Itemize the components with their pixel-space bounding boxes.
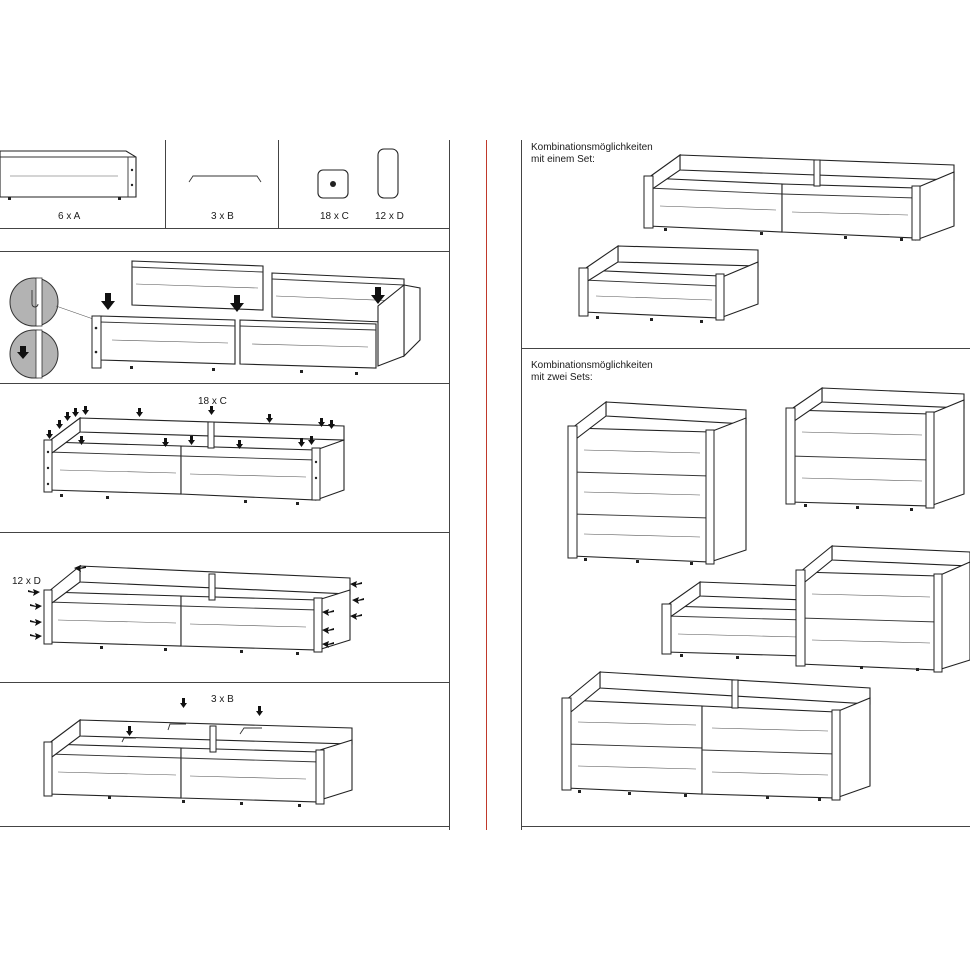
left-panel-right-border xyxy=(449,140,450,830)
combos-one-set-line2: mit einem Set: xyxy=(531,154,595,165)
part-b-label: 3 x B xyxy=(211,211,234,222)
part-d-label: 12 x D xyxy=(375,211,404,222)
right-section-line-1 xyxy=(521,348,970,349)
combos-two-sets-heading: Kombinationsmöglichkeiten mit zwei Sets: xyxy=(531,360,653,384)
left-section-line-1 xyxy=(0,228,449,229)
step4-label: 12 x D xyxy=(12,576,41,587)
combos-two-sets-line2: mit zwei Sets: xyxy=(531,372,593,383)
part-a-label: 6 x A xyxy=(58,211,81,222)
left-section-line-3 xyxy=(0,383,449,384)
left-section-line-5 xyxy=(0,682,449,683)
page-divider-red xyxy=(486,140,487,830)
left-section-line-6 xyxy=(0,826,449,827)
parts-separator-2 xyxy=(278,140,279,228)
left-section-line-4 xyxy=(0,532,449,533)
parts-separator-1 xyxy=(165,140,166,228)
step5-label: 3 x B xyxy=(211,694,234,705)
right-section-line-2 xyxy=(521,826,970,827)
combos-two-sets-line1: Kombinationsmöglichkeiten xyxy=(531,360,653,371)
part-c-label: 18 x C xyxy=(320,211,349,222)
combos-one-set-line1: Kombinationsmöglichkeiten xyxy=(531,142,653,153)
left-section-line-2 xyxy=(0,251,449,252)
combos-one-set-heading: Kombinationsmöglichkeiten mit einem Set: xyxy=(531,142,653,166)
right-panel-left-border xyxy=(521,140,522,830)
step3-label: 18 x C xyxy=(198,396,227,407)
